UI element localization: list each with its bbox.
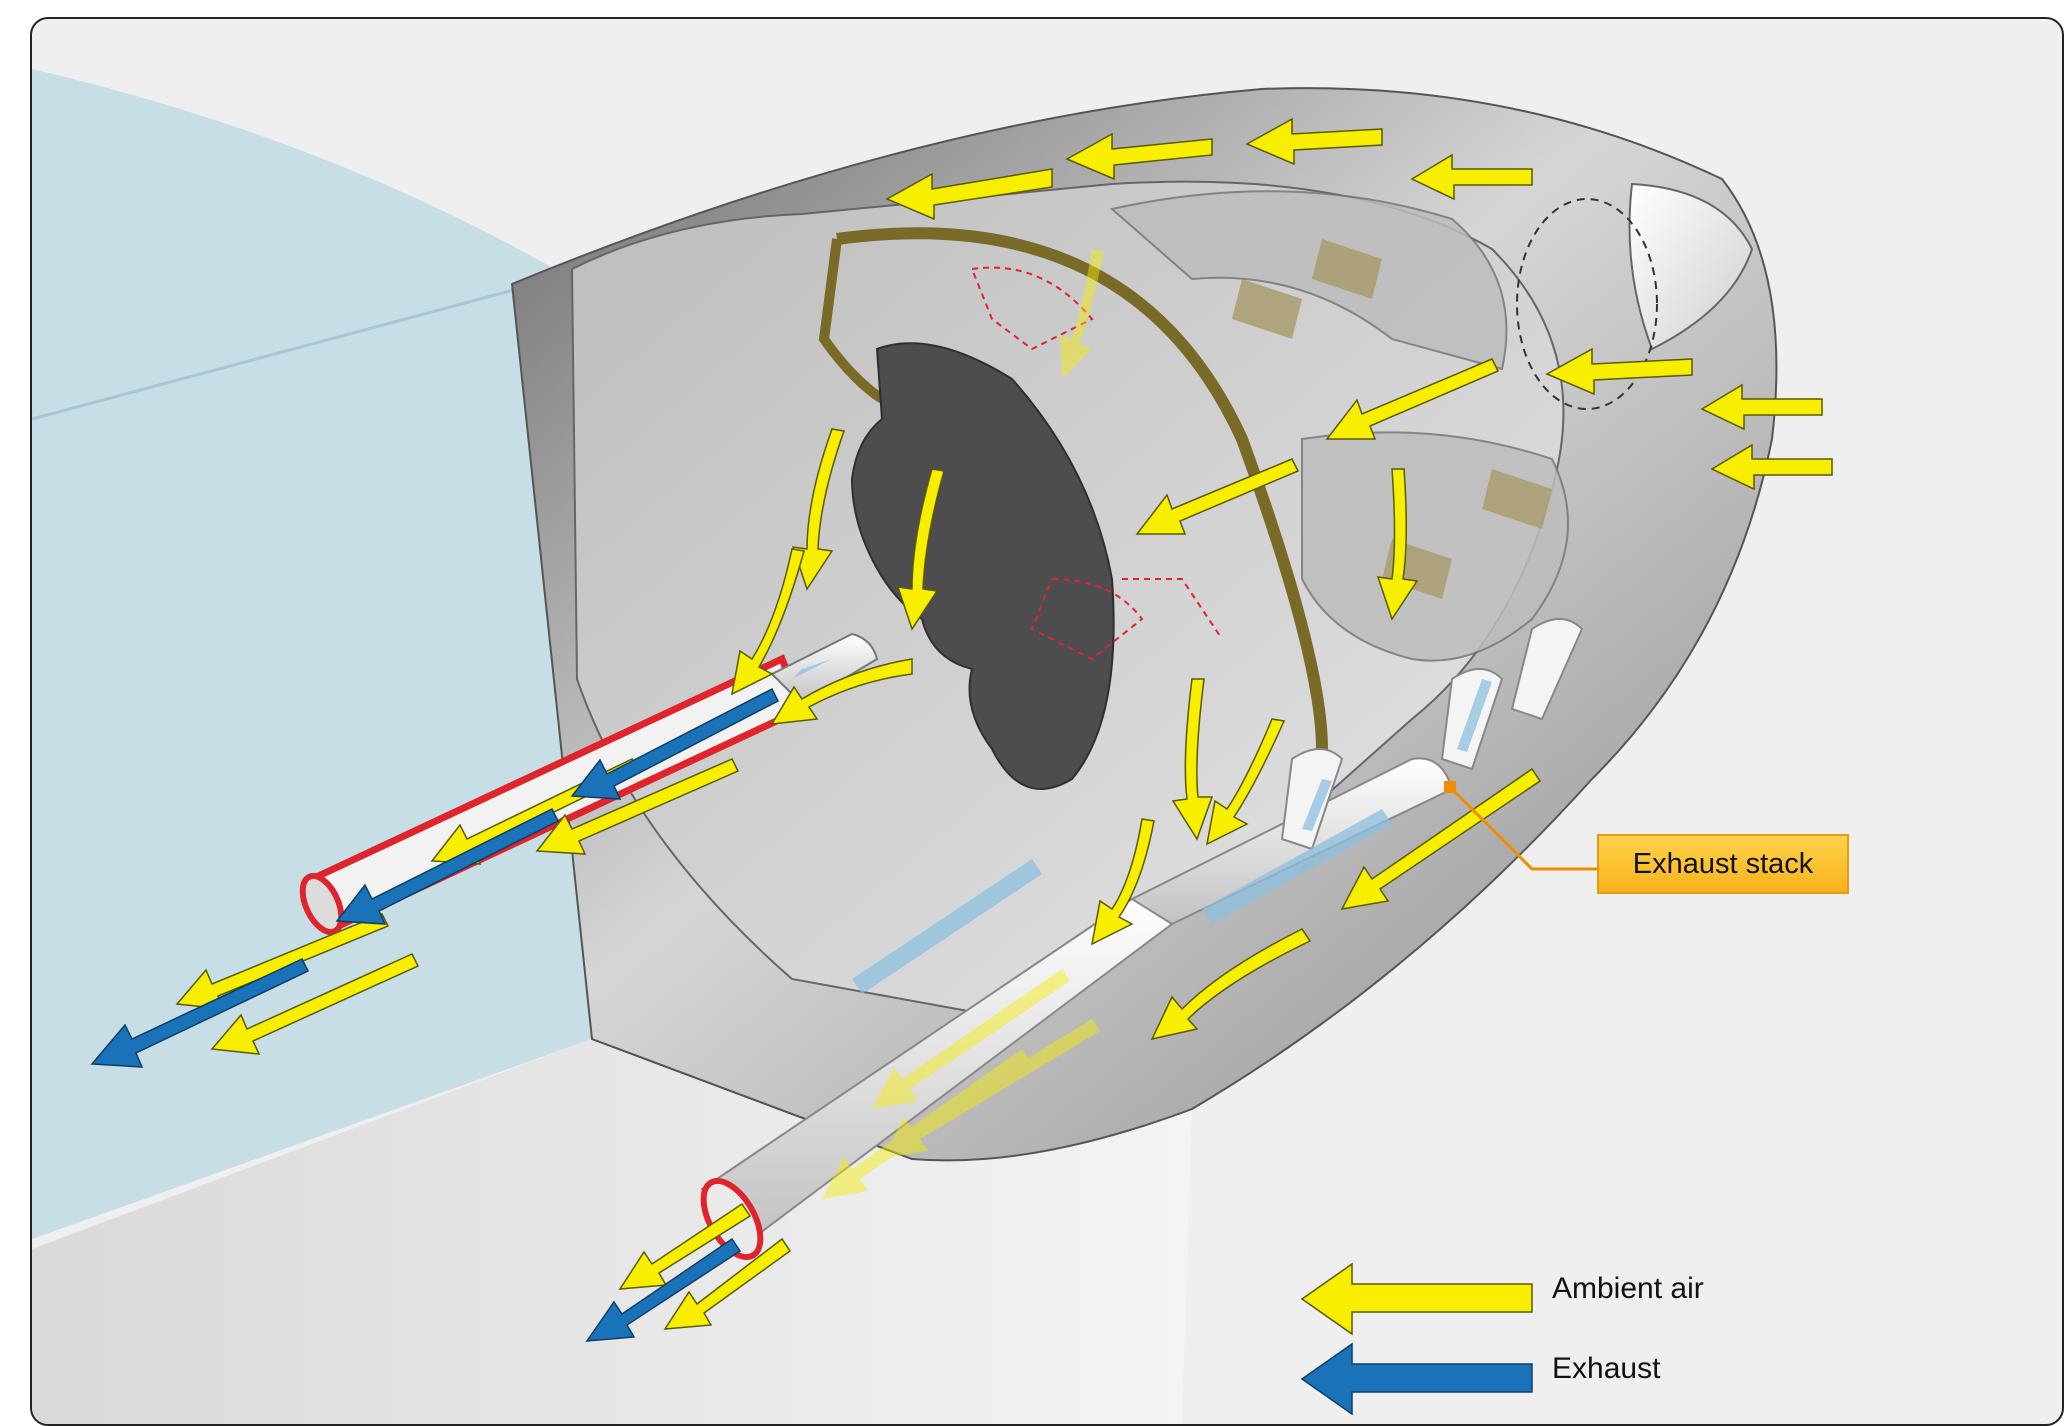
- ambient-air-arrow: [1171, 678, 1214, 841]
- exhaust-arrow: [90, 958, 310, 1068]
- legend-ambient-label: Ambient air: [1552, 1272, 1704, 1305]
- windshield-divider: [32, 267, 593, 421]
- left-shroud-opening: [299, 872, 345, 936]
- ambient-air-arrow: [1710, 443, 1833, 491]
- callout-leader: [1450, 787, 1597, 871]
- callout-anchor: [1444, 781, 1456, 793]
- ambient-air-arrow: [1135, 458, 1300, 535]
- exhaust-stack-callout: Exhaust stack: [1597, 834, 1849, 894]
- ambient-air-arrow: [1245, 117, 1383, 166]
- exhaust-riser-1: [1280, 748, 1344, 851]
- ambient-air-arrow: [896, 468, 945, 631]
- ambient-air-arrow: [663, 1237, 792, 1330]
- ambient-air-arrow: [1340, 767, 1542, 910]
- ambient-air-arrows-inner: [822, 249, 1104, 1199]
- ambient-air-arrow: [1205, 718, 1286, 846]
- ambient-air-arrow: [1090, 818, 1155, 946]
- exhaust-riser-3: [1510, 618, 1584, 721]
- ambient-air-arrow: [1325, 358, 1500, 440]
- cylinder-bank-top: [1109, 190, 1508, 371]
- ambient-air-arrow: [1065, 132, 1213, 181]
- ambient-air-arrow: [1150, 928, 1312, 1041]
- baffle-edge: [818, 238, 885, 404]
- engine-cooling-exhaust-diagram: [32, 69, 1833, 1424]
- internal-dashed-lines: [970, 266, 1223, 661]
- left-exhaust-pipe: [770, 632, 879, 706]
- legend-ambient-arrow: [1300, 1262, 1533, 1336]
- ambient-air-arrow: [210, 953, 420, 1055]
- legend-exhaust-arrow: [1300, 1342, 1533, 1416]
- propeller-spinner: [1628, 182, 1754, 351]
- windshield-area: [32, 69, 592, 1239]
- exhaust-arrow: [570, 687, 780, 800]
- ambient-air-arrow: [1700, 383, 1823, 431]
- ambient-air-arrow: [730, 548, 805, 696]
- exhaust-arrow: [585, 1237, 742, 1342]
- exhaust-arrow: [335, 807, 560, 925]
- ambient-air-arrow: [618, 1202, 752, 1290]
- ambient-air-arrow: [1410, 153, 1533, 201]
- legend-exhaust-label: Exhaust: [1552, 1352, 1661, 1385]
- exhaust-arrows: [90, 687, 780, 1342]
- baffle-ring: [836, 227, 1328, 750]
- ambient-air-arrow: [535, 758, 740, 855]
- ambient-air-arrow: [770, 658, 913, 725]
- crankcase-ring: [1516, 198, 1658, 410]
- diagram-frame: Exhaust stack Ambient air Exhaust: [30, 17, 2064, 1426]
- callout-label: Exhaust stack: [1632, 847, 1814, 880]
- ambient-air-arrow: [1545, 347, 1693, 396]
- exhaust-flow-inner: [792, 659, 1492, 994]
- ambient-air-arrow: [791, 428, 846, 591]
- ambient-air-arrow: [885, 168, 1053, 221]
- ambient-air-arrow: [1376, 468, 1419, 621]
- engine-case: [850, 342, 1115, 790]
